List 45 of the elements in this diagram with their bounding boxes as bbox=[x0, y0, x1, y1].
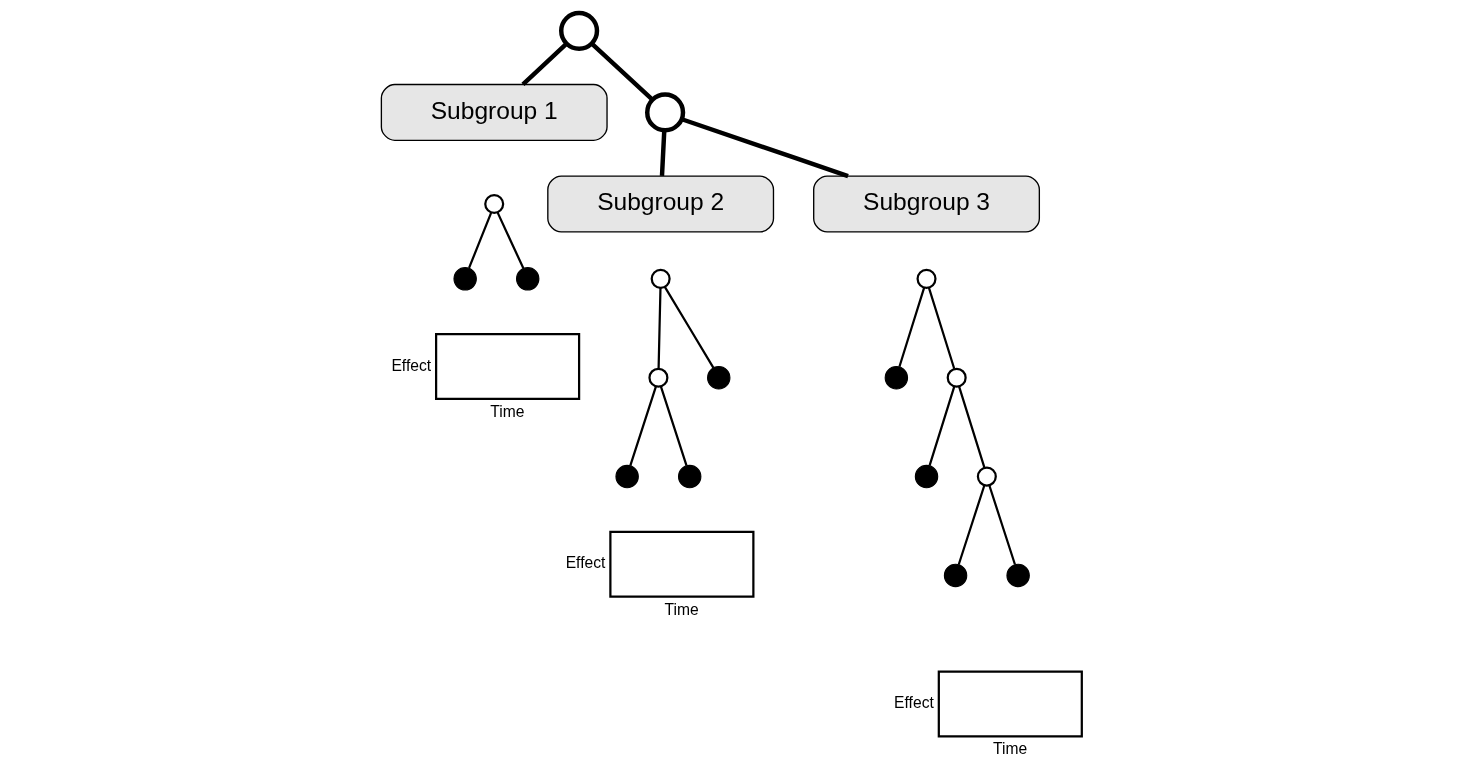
node-label: Time bbox=[992, 740, 1027, 758]
connector bbox=[659, 386, 688, 466]
connector bbox=[680, 117, 849, 179]
node-dot bbox=[943, 563, 967, 588]
node-circle bbox=[558, 10, 599, 51]
node-label: Time bbox=[489, 403, 524, 421]
node-dot bbox=[614, 464, 639, 489]
connector bbox=[897, 287, 925, 368]
node-dot bbox=[1005, 563, 1030, 588]
node-box: Subgroup 3 bbox=[812, 175, 1040, 233]
node-circle bbox=[483, 193, 504, 215]
node-circle bbox=[915, 268, 937, 289]
connector bbox=[628, 386, 657, 466]
node-circle bbox=[644, 92, 685, 133]
connector bbox=[957, 484, 985, 565]
node-dot bbox=[452, 267, 477, 291]
connector bbox=[520, 42, 568, 87]
node-dot bbox=[706, 366, 730, 390]
connector bbox=[467, 212, 492, 269]
connector bbox=[928, 386, 955, 466]
connector bbox=[663, 286, 714, 369]
connector bbox=[496, 211, 524, 269]
connector bbox=[657, 287, 662, 369]
node-box bbox=[434, 333, 580, 401]
node-dot bbox=[884, 366, 908, 390]
node-box: Subgroup 1 bbox=[380, 83, 608, 141]
node-label: Time bbox=[664, 600, 699, 618]
connector bbox=[957, 386, 985, 468]
node-box: Subgroup 2 bbox=[546, 175, 774, 233]
node-dot bbox=[515, 267, 539, 291]
node-circle bbox=[650, 268, 671, 289]
connector bbox=[659, 130, 666, 177]
node-circle bbox=[946, 367, 967, 388]
node-box bbox=[608, 530, 754, 598]
node-label: Effect bbox=[390, 356, 431, 374]
connector bbox=[987, 484, 1016, 565]
node-dot bbox=[677, 464, 701, 489]
node-label: Effect bbox=[893, 694, 934, 712]
node-label: Effect bbox=[565, 554, 605, 572]
node-box bbox=[937, 670, 1083, 738]
node-circle bbox=[647, 367, 668, 388]
connector bbox=[589, 42, 654, 102]
node-circle bbox=[976, 466, 997, 487]
connector bbox=[927, 287, 955, 370]
node-dot bbox=[914, 464, 938, 489]
